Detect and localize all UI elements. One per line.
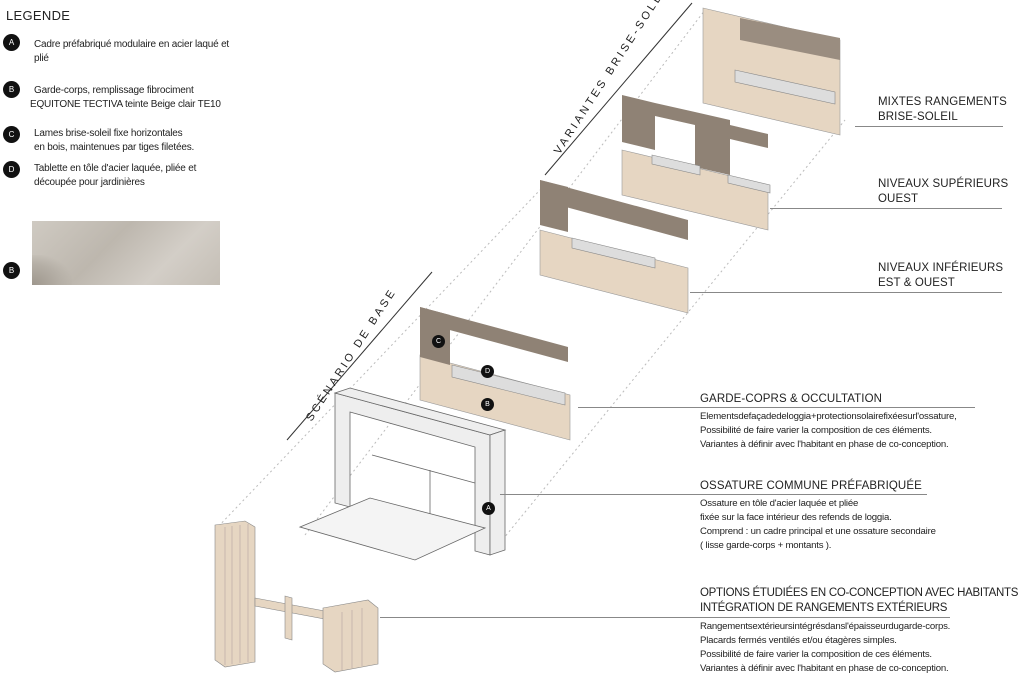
drawing-badge-b: B <box>481 398 494 411</box>
callout-line: MIXTES RANGEMENTS <box>878 96 1007 108</box>
callout-line: OPTIONS ÉTUDIÉES EN CO-CONCEPTION AVEC H… <box>700 587 1019 599</box>
body-line: Ossature en tôle d'acier laquée et pliée <box>700 498 859 509</box>
body-line: Variantes à définir avec l'habitant en p… <box>700 663 949 674</box>
material-swatch <box>32 221 220 285</box>
body-line: fixée sur la face intérieur des refends … <box>700 512 892 523</box>
callout-mixtes: MIXTES RANGEMENTS BRISE-SOLEIL <box>878 95 1007 125</box>
callout-line: BRISE-SOLEIL <box>878 111 958 123</box>
legend-item-c: Lames brise-soleil fixe horizontales en b… <box>34 127 194 155</box>
ossature-body: Ossature en tôle d'acier laquée et pliée… <box>700 497 936 553</box>
callout-rule <box>500 494 927 495</box>
body-line: Possibilité de faire varier la compositi… <box>700 649 932 660</box>
drawing-badge-c: C <box>432 335 445 348</box>
callout-inferieurs: NIVEAUX INFÉRIEURS EST & OUEST <box>878 261 1003 291</box>
options-body: Rangementsextérieursintégrésdansl'épaiss… <box>700 620 950 676</box>
garde-corps-title: GARDE-COPRS & OCCULTATION <box>700 393 883 405</box>
legend-text: découpée pour jardinières <box>34 177 145 188</box>
drawing-badge-d: D <box>481 365 494 378</box>
legend-item-a: Cadre préfabriqué modulaire en acier laq… <box>34 38 229 66</box>
legend-text: Lames brise-soleil fixe horizontales <box>34 128 183 139</box>
legend-text: Tablette en tôle d'acier laquée, pliée e… <box>34 163 197 174</box>
legend-badge-c: C <box>3 126 20 143</box>
storage-options <box>214 520 379 673</box>
callout-rule <box>380 617 950 618</box>
callout-superieurs: NIVEAUX SUPÉRIEURS OUEST <box>878 177 1008 207</box>
callout-line: OUEST <box>878 193 919 205</box>
scenario-divider <box>286 271 433 441</box>
callout-rule <box>578 407 975 408</box>
legend-text: Cadre préfabriqué modulaire en acier laq… <box>34 39 230 50</box>
body-line: Rangementsextérieursintégrésdansl'épaiss… <box>700 621 951 632</box>
variant-superieurs <box>621 95 771 231</box>
swatch-badge-b: B <box>3 262 20 279</box>
callout-line: INTÉGRATION DE RANGEMENTS EXTÉRIEURS <box>700 602 948 614</box>
variant-mixtes <box>702 7 841 136</box>
projection-lines <box>214 9 846 556</box>
drawing-badge-a: A <box>482 502 495 515</box>
legend-text: plié <box>34 53 49 64</box>
body-line: ( lisse garde-corps + montants ). <box>700 540 832 551</box>
legend-badge-a: A <box>3 34 20 51</box>
garde-corps-assembly <box>419 307 571 441</box>
legend-text: Garde-corps, remplissage fibrociment <box>34 85 194 96</box>
ossature-frame <box>298 387 507 561</box>
body-line: Possibilité de faire varier la compositi… <box>700 425 932 436</box>
legend-title: LEGENDE <box>6 8 71 23</box>
variantes-divider <box>544 2 693 176</box>
options-title: OPTIONS ÉTUDIÉES EN CO-CONCEPTION AVEC H… <box>700 586 1018 616</box>
legend-badge-d: D <box>3 161 20 178</box>
garde-corps-body: Elementsdefaçadedeloggia+protectionsolai… <box>700 410 957 452</box>
callout-rule <box>855 126 1003 127</box>
variant-inferieurs <box>539 180 689 314</box>
callout-line: NIVEAUX INFÉRIEURS <box>878 262 1004 274</box>
callout-line: NIVEAUX SUPÉRIEURS <box>878 178 1009 190</box>
legend-text: EQUITONE TECTIVA teinte Beige clair TE10 <box>30 99 221 110</box>
ossature-title: OSSATURE COMMUNE PRÉFABRIQUÉE <box>700 480 922 492</box>
legend-badge-b: B <box>3 81 20 98</box>
body-line: Elementsdefaçadedeloggia+protectionsolai… <box>700 411 957 422</box>
callout-line: EST & OUEST <box>878 277 955 289</box>
body-line: Placards fermés ventilés et/ou étagères … <box>700 635 897 646</box>
body-line: Comprend : un cadre principal et une oss… <box>700 526 936 537</box>
body-line: Variantes à définir avec l'habitant en p… <box>700 439 949 450</box>
legend-text: en bois, maintenues par tiges filetées. <box>34 142 195 153</box>
callout-rule <box>690 292 1002 293</box>
callout-rule <box>770 208 1002 209</box>
legend-item-d: Tablette en tôle d'acier laquée, pliée e… <box>34 162 196 190</box>
